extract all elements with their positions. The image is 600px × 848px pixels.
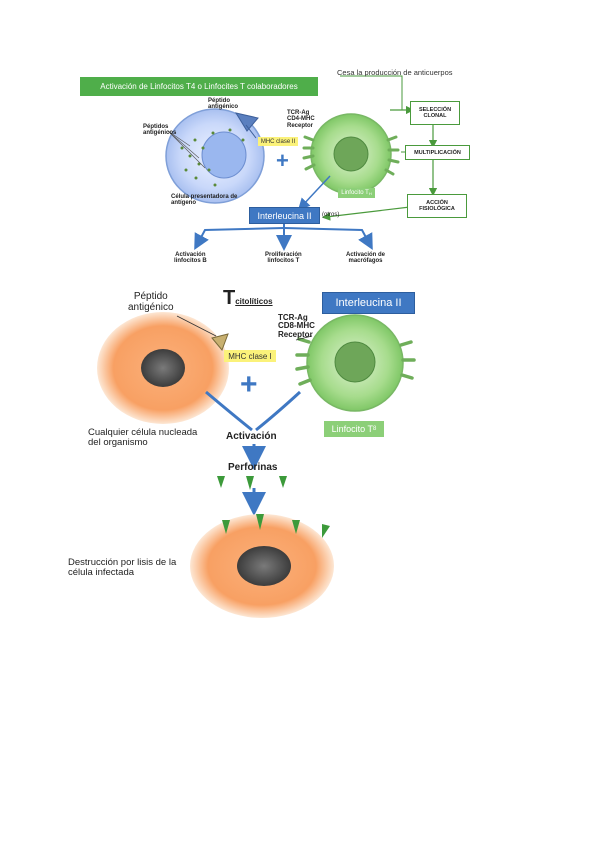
outcome-activacion-b: Activación linfocitos B xyxy=(174,252,207,265)
t-helper-cell xyxy=(302,113,400,195)
linfocito-t8-text: Linfocito T xyxy=(331,424,373,434)
perforin-triangles xyxy=(217,476,287,490)
mhc-class-ii-label: MHC clase II xyxy=(258,137,298,146)
activacion-label: Activación xyxy=(226,431,277,442)
cualquier-celula-label: Cualquier célula nucleada del organismo xyxy=(88,427,198,448)
linfocito-th-sub: H xyxy=(368,190,372,196)
peptido-label: Péptido antigénico xyxy=(208,98,239,111)
t-citoliticos-sub: citolíticos xyxy=(235,297,273,306)
seleccion-clonal-box: SELECCIÓN CLONAL xyxy=(410,101,460,125)
t-citoliticos-title: Tcitolíticos xyxy=(223,288,273,309)
tcr-label-2: TCR-Ag CD8-MHC Receptor xyxy=(278,313,315,339)
celula-presentadora-label: Célula presentadora de antígeno xyxy=(171,194,238,207)
top-note: Cesa la producción de anticuerpos xyxy=(337,68,453,77)
linfocito-t8-sub: 8 xyxy=(373,426,377,432)
tcr-label: TCR-Ag CD4-MHC Receptor xyxy=(287,110,315,129)
destruccion-label: Destrucción por lisis de la célula infec… xyxy=(68,557,177,578)
outcome-proliferacion-t: Proliferación linfocitos T xyxy=(265,252,302,265)
peptidos-label: Péptidos antigénicos xyxy=(143,124,177,137)
t-cytotoxic-cell xyxy=(295,314,416,412)
t-citoliticos-T: T xyxy=(223,287,236,309)
accion-fisiologica-box: ACCIÓN FISIOLÓGICA xyxy=(407,194,467,218)
interleucina-box-2: Interleucina II xyxy=(322,292,415,314)
peptide-icon-2 xyxy=(211,333,229,351)
peptido-label-2: Péptido antigénico xyxy=(128,291,174,313)
otros-label: (otros) xyxy=(322,212,340,218)
nucleated-cell xyxy=(97,312,229,424)
plus-sign-1: + xyxy=(276,148,289,173)
outcome-activacion-macrofagos: Activación de macrófagos xyxy=(346,252,386,265)
mhc-class-i-label: MHC clase I xyxy=(224,350,276,362)
panel-1-banner: Activación de Linfocitos T4 o Linfocites… xyxy=(80,77,318,96)
plus-sign-2: + xyxy=(240,368,258,401)
multiplicacion-box: MULTIPLICACIÓN xyxy=(405,145,470,160)
peptide-triangle-icon xyxy=(234,112,259,132)
infected-cell xyxy=(190,514,334,618)
perforinas-label: Perforinas xyxy=(228,462,278,473)
antigen-presenting-cell xyxy=(165,108,265,204)
interleucina-box-1: Interleucina II xyxy=(249,207,320,224)
linfocito-th-text: Linfocito T xyxy=(341,190,369,196)
